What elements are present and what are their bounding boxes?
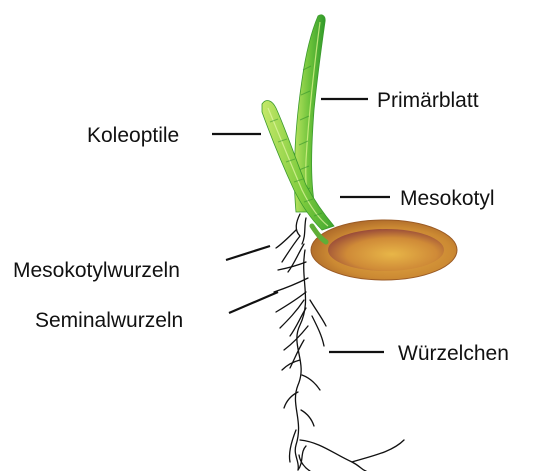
label-mesokotyl: Mesokotyl [400, 187, 495, 210]
label-wuerzelchen: Würzelchen [398, 342, 509, 365]
leader-seminalwurzeln [229, 292, 278, 313]
label-mesokotylwurzeln: Mesokotylwurzeln [13, 259, 180, 282]
label-seminalwurzeln: Seminalwurzeln [35, 309, 183, 332]
leader-mesokotylwurzeln [226, 246, 270, 260]
label-koleoptile: Koleoptile [87, 124, 179, 147]
seed [311, 220, 457, 280]
label-primaerblatt: Primärblatt [377, 89, 479, 112]
